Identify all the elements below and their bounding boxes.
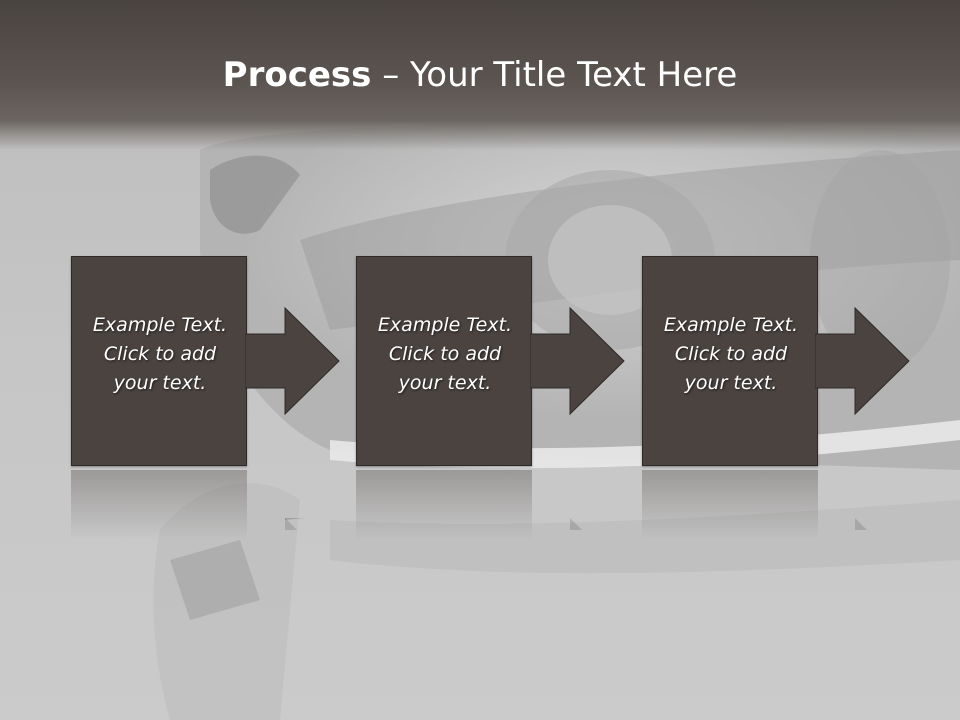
process-step-1[interactable]: Example Text. Click to add your text. bbox=[71, 256, 247, 466]
step-1-text[interactable]: Example Text. Click to add your text. bbox=[72, 311, 248, 398]
step-text-line: Example Text. bbox=[92, 314, 228, 336]
title-separator: – bbox=[371, 55, 411, 95]
step-reflection bbox=[71, 470, 247, 540]
step-text-line: your text. bbox=[684, 372, 778, 394]
process-step-2[interactable]: Example Text. Click to add your text. bbox=[356, 256, 532, 466]
right-arrow-icon[interactable] bbox=[530, 306, 625, 416]
right-arrow-icon[interactable] bbox=[245, 306, 340, 416]
step-reflection bbox=[642, 470, 818, 540]
process-step-3[interactable]: Example Text. Click to add your text. bbox=[642, 256, 818, 466]
arrow-reflection bbox=[285, 518, 305, 530]
step-text-line: Example Text. bbox=[377, 314, 513, 336]
title-bar bbox=[0, 0, 960, 150]
step-text-line: your text. bbox=[398, 372, 492, 394]
step-2-text[interactable]: Example Text. Click to add your text. bbox=[357, 311, 533, 398]
step-text-line: Example Text. bbox=[663, 314, 799, 336]
title-text: Your Title Text Here bbox=[410, 55, 738, 95]
step-reflection bbox=[356, 470, 532, 540]
right-arrow-icon[interactable] bbox=[815, 306, 910, 416]
arrow-reflection bbox=[570, 518, 582, 530]
step-text-line: Click to add bbox=[103, 343, 217, 365]
title-bold-text: Process bbox=[222, 55, 372, 95]
step-text-line: Click to add bbox=[388, 343, 502, 365]
step-3-text[interactable]: Example Text. Click to add your text. bbox=[643, 311, 819, 398]
arrow-reflection bbox=[855, 518, 867, 530]
step-text-line: your text. bbox=[113, 372, 207, 394]
slide-title[interactable]: Process – Your Title Text Here bbox=[0, 52, 960, 98]
step-text-line: Click to add bbox=[674, 343, 788, 365]
